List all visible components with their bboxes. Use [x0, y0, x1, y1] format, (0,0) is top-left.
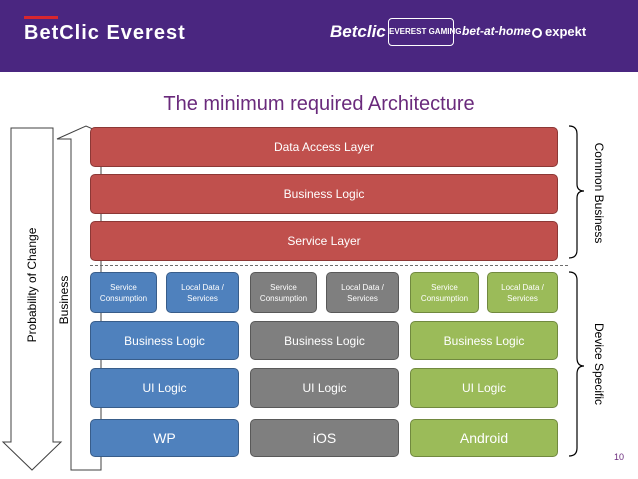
ios-local-data-label: Local Data / Services — [341, 282, 384, 303]
device-specific-brace — [568, 271, 585, 457]
wp-local-data-box: Local Data / Services — [166, 272, 239, 313]
android-service-consumption-box: Service Consumption — [410, 272, 479, 313]
bet-at-home-logo: bet-at-home — [462, 24, 531, 38]
ios-ui-logic-label: UI Logic — [302, 381, 347, 395]
page-number: 10 — [613, 452, 624, 462]
data-access-layer-label: Data Access Layer — [273, 140, 375, 154]
android-service-consumption-label: Service Consumption — [420, 282, 469, 303]
android-local-data-label: Local Data / Services — [501, 282, 544, 303]
slide-title: The minimum required Architecture — [163, 93, 475, 115]
android-business-logic-label: Business Logic — [443, 333, 525, 348]
android-platform-label: Android — [459, 430, 509, 446]
common-business-label: Common Business — [592, 142, 606, 244]
wp-platform-label: WP — [153, 430, 176, 446]
android-ui-logic-box: UI Logic — [410, 368, 558, 408]
wp-ui-logic-box: UI Logic — [90, 368, 239, 408]
ios-business-logic-label: Business Logic — [284, 333, 365, 348]
everest-gaming-logo: EVEREST GAMING — [388, 18, 461, 46]
service-layer-label: Service Layer — [287, 234, 361, 248]
data-access-layer-box: Data Access Layer — [90, 127, 558, 167]
wp-business-logic-label: Business Logic — [124, 333, 205, 348]
brand-text: BetClic Everest — [24, 22, 186, 44]
probability-of-change-label: Probability of Change — [25, 227, 39, 343]
expekt-ring-icon — [532, 28, 542, 38]
expekt-logo-text: expekt — [545, 24, 587, 39]
wp-ui-logic-label: UI Logic — [142, 381, 187, 395]
ios-business-logic-box: Business Logic — [250, 321, 399, 360]
brand-title: BetClic Everest — [24, 16, 186, 45]
android-local-data-box: Local Data / Services — [487, 272, 558, 313]
brand-accent-bar — [24, 16, 58, 19]
android-platform-box: Android — [410, 419, 558, 457]
ios-ui-logic-box: UI Logic — [250, 368, 399, 408]
wp-service-consumption-label: Service Consumption — [99, 282, 148, 303]
ios-service-consumption-box: Service Consumption — [250, 272, 317, 313]
probability-double-arrow — [1, 127, 63, 471]
android-business-logic-box: Business Logic — [410, 321, 558, 360]
ios-service-consumption-label: Service Consumption — [259, 282, 308, 303]
common-business-brace — [568, 125, 585, 259]
wp-service-consumption-box: Service Consumption — [90, 272, 157, 313]
expekt-logo: expekt — [532, 24, 586, 39]
header-banner: BetClic Everest Betclic EVEREST GAMING b… — [0, 0, 638, 72]
ios-platform-box: iOS — [250, 419, 399, 457]
android-ui-logic-label: UI Logic — [461, 381, 507, 395]
wp-business-logic-box: Business Logic — [90, 321, 239, 360]
wp-platform-box: WP — [90, 419, 239, 457]
common-business-logic-box: Business Logic — [90, 174, 558, 214]
business-label: Business — [57, 275, 71, 325]
common-device-divider — [90, 265, 568, 266]
service-layer-box: Service Layer — [90, 221, 558, 261]
ios-local-data-box: Local Data / Services — [326, 272, 399, 313]
betclic-logo: Betclic — [330, 22, 386, 41]
ios-platform-label: iOS — [312, 430, 337, 446]
common-business-logic-label: Business Logic — [283, 187, 365, 201]
device-specific-label: Device Specific — [592, 322, 606, 406]
wp-local-data-label: Local Data / Services — [181, 282, 224, 303]
